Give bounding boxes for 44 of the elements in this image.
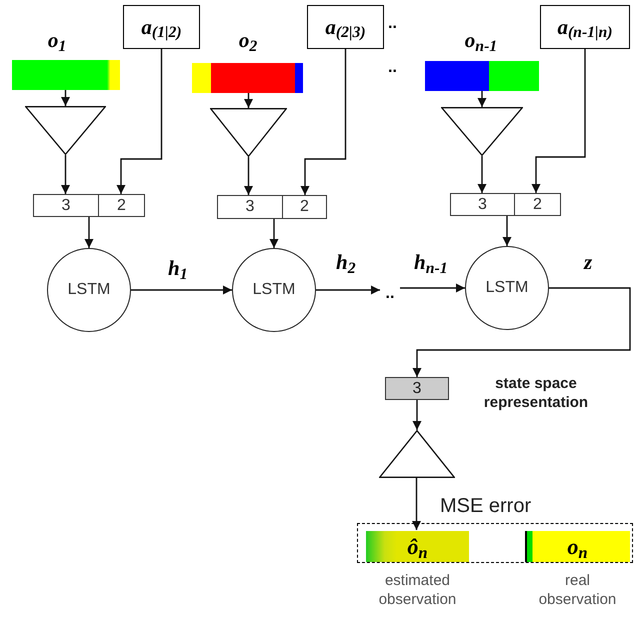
arrow [116, 49, 162, 194]
arrow [300, 49, 346, 195]
vector-box: 3 2 [33, 194, 145, 217]
edge-label: h$_{1}$ [168, 258, 188, 279]
state-box: 3 [385, 377, 449, 400]
triangle-shape [25, 106, 106, 155]
ellipsis-text: .. [380, 278, 400, 302]
ellipsis-text: .. [388, 60, 397, 76]
arrow [61, 155, 70, 194]
arrow [244, 157, 253, 195]
arrow [400, 284, 465, 292]
ellipsis-text: .. [388, 16, 397, 32]
arrow [412, 478, 421, 530]
arrow [84, 217, 94, 248]
arrow [131, 286, 232, 294]
action-box: a$_{(1|2)}$ [123, 5, 200, 49]
triangle-shape [379, 430, 455, 478]
arrow [412, 400, 422, 430]
arrow [316, 286, 380, 294]
caption-text: real observation [538, 571, 618, 609]
arrow [61, 90, 70, 106]
arrow [478, 91, 486, 107]
vector-box: 3 2 [450, 193, 561, 216]
vector-box: 3 2 [217, 195, 327, 219]
edge-label: h$_{n-1}$ [414, 252, 448, 273]
action-box: a$_{(n-1|n)}$ [540, 5, 630, 49]
arrow [244, 93, 253, 108]
arrow [270, 219, 278, 248]
error-label: MSE error [440, 496, 532, 516]
action-box: a$_{(2|3)}$ [307, 5, 384, 49]
arrow [478, 156, 486, 193]
observation-label: o$_{1}$ [48, 30, 66, 51]
observation-label: o$_{2}$ [238, 30, 258, 51]
color-bar: o$_{n}$ [525, 531, 630, 562]
arrow [412, 287, 631, 377]
arrow [502, 216, 512, 246]
caption-text: estimated observation [378, 571, 458, 609]
triangle-shape [210, 108, 287, 157]
edge-label: h$_{2}$ [336, 252, 356, 273]
color-bar: ô$_{n}$ [366, 531, 469, 562]
annotation-text: state space representation [482, 374, 590, 412]
triangle-shape [441, 107, 523, 156]
arrow [532, 49, 586, 193]
observation-label: o$_{n-1}$ [464, 30, 498, 51]
